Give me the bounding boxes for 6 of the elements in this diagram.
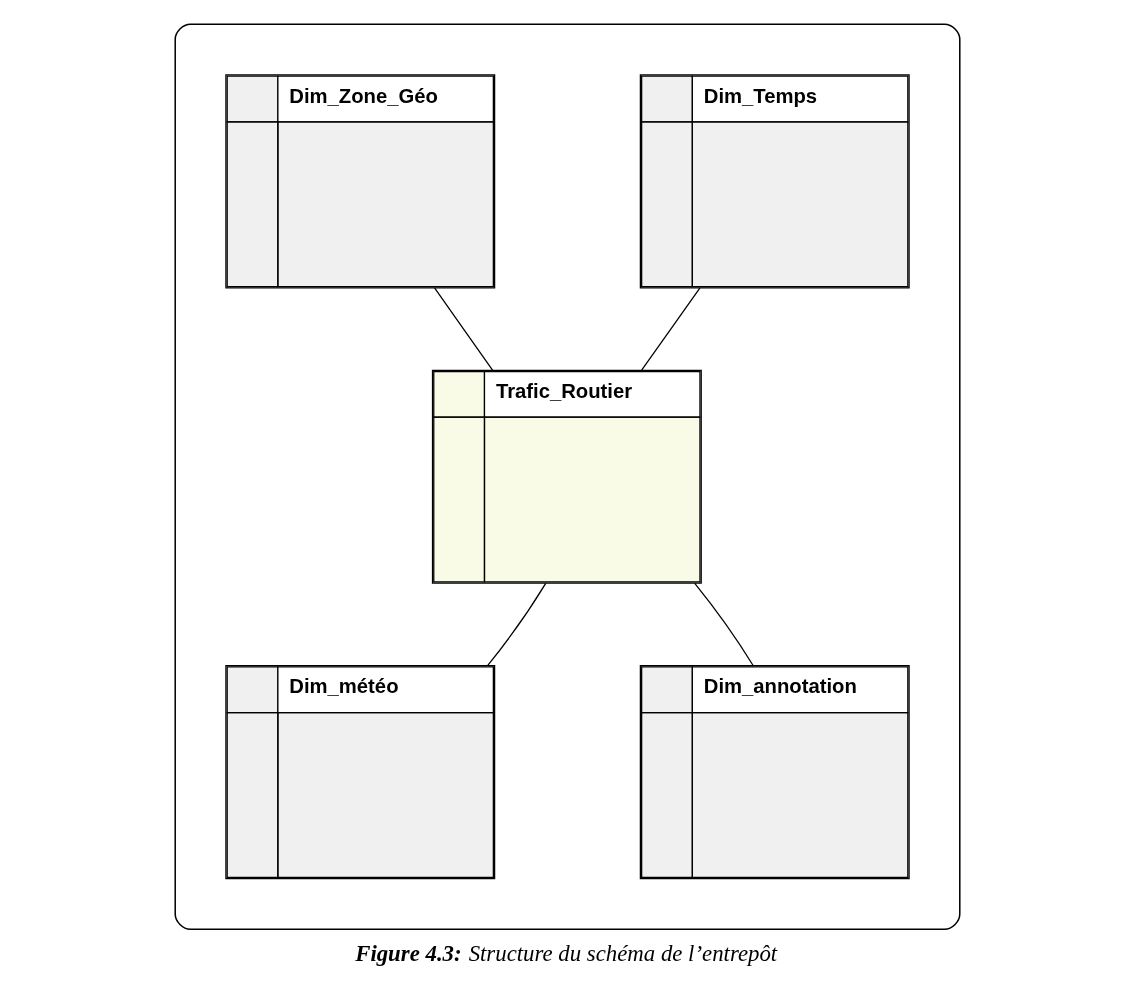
- connector: [693, 582, 754, 666]
- connector: [640, 286, 701, 371]
- cluster: [173, 23, 961, 930]
- caption: Figure 4.3: Structure du schéma de l’entrepôt: [354, 940, 777, 966]
- connector: [433, 286, 493, 371]
- connector: [486, 582, 546, 666]
